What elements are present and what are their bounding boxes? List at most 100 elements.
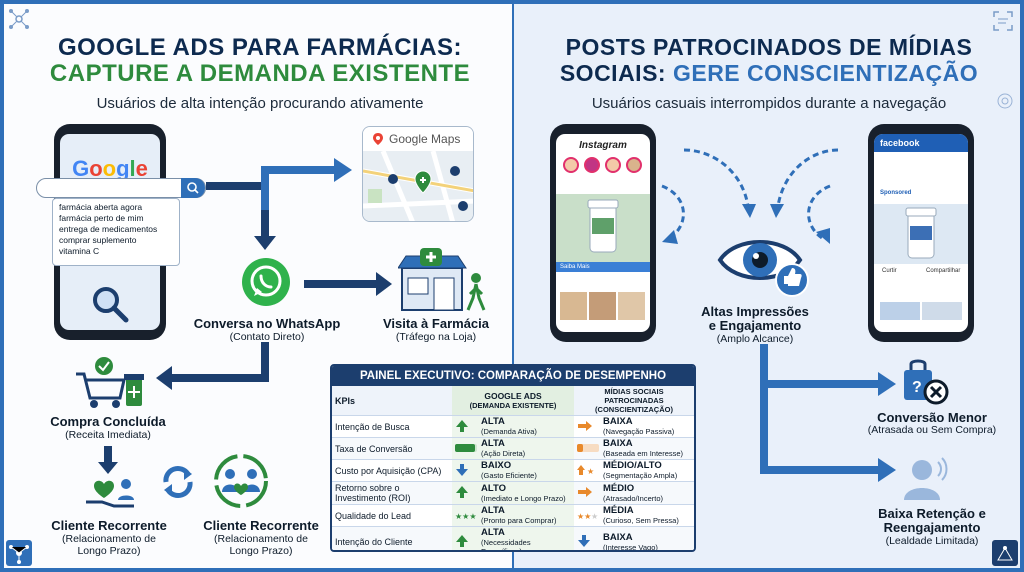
two-stars-icon: ★★★ <box>577 506 603 525</box>
search-input[interactable] <box>36 178 206 198</box>
visit-sub: (Tráfego na Loja) <box>395 331 477 343</box>
social-cell: BAIXA(Navegação Passiva) <box>574 415 694 438</box>
fading-user-icon <box>896 452 952 502</box>
kpi-row: Retorno sobre o Investimento (ROI)ALTO(I… <box>332 481 694 505</box>
cycle-arrows-icon <box>158 462 198 502</box>
kpi-name: Intenção de Busca <box>332 415 452 438</box>
recurring2-sub2: Longo Prazo) <box>229 545 293 557</box>
google-logo: Google <box>72 156 148 181</box>
google-cell: ★★★ALTA(Pronto para Comprar) <box>452 504 574 527</box>
arrow-down-icon <box>455 461 481 480</box>
impressions-sub: (Amplo Alcance) <box>716 333 794 345</box>
social-cell: ★MÉDIO/ALTO(Segmentação Ampla) <box>574 459 694 482</box>
purchase-label: Compra Concluída <box>50 414 166 429</box>
suggestion-item[interactable]: vitamina C <box>59 246 100 256</box>
whatsapp-sub: (Contato Direto) <box>229 331 305 343</box>
arrow-up-icon <box>455 484 481 503</box>
kpi-name: Taxa de Conversão <box>332 437 452 460</box>
social-cell: ★★★MÉDIA(Curioso, Sem Pressa) <box>574 504 694 527</box>
retention-label1: Baixa Retenção e <box>878 506 986 521</box>
dashboard-title: PAINEL EXECUTIVO: COMPARAÇÃO DE DESEMPEN… <box>332 366 694 386</box>
maps-pin-icon <box>371 132 385 146</box>
whatsapp-label: Conversa no WhatsApp <box>193 316 341 331</box>
whatsapp-icon <box>240 256 292 308</box>
instagram-cta-button[interactable]: Saiba Mais <box>556 262 650 272</box>
maps-label: Google Maps <box>389 132 461 146</box>
bar-low-icon <box>577 439 603 458</box>
fb-post-image <box>874 204 968 264</box>
visit-label: Visita à Farmácia <box>383 316 489 331</box>
instagram-phone: Instagram Saiba Mais <box>550 124 656 342</box>
suggestion-item[interactable]: farmácia perto de mim <box>59 213 144 223</box>
search-icon <box>187 182 199 194</box>
svg-text:?: ? <box>912 379 922 396</box>
left-title-line1: GOOGLE ADS PARA FARMÁCIAS: <box>57 34 463 61</box>
recurring2-sub1: (Relacionamento de <box>214 533 308 545</box>
kpi-name: Qualidade do Lead <box>332 504 452 527</box>
col-social: MÍDIAS SOCIAIS PATROCINADAS(CONSCIENTIZA… <box>574 386 694 416</box>
pharmacy-store-icon <box>397 248 488 314</box>
kpi-name: Custo por Aquisição (CPA) <box>332 459 452 482</box>
google-cell: BAIXO(Gasto Eficiente) <box>452 459 574 482</box>
col-google: GOOGLE ADS(DEMANDA EXISTENTE) <box>452 386 574 416</box>
retention-sub: (Lealdade Limitada) <box>885 535 979 547</box>
fb-like-button[interactable]: Curtir <box>882 268 897 274</box>
recurring1-label: Cliente Recorrente <box>51 518 167 533</box>
network-badge-icon <box>6 540 32 566</box>
instagram-logo: Instagram <box>579 140 627 151</box>
fb-share-button[interactable]: Compartilhar <box>926 268 961 274</box>
conversion-sub: (Atrasada ou Sem Compra) <box>867 424 997 436</box>
target-icon <box>996 92 1014 110</box>
bar-high-icon <box>455 439 481 458</box>
google-cell: ALTO(Imediato e Longo Prazo) <box>452 481 574 505</box>
recurring2-label: Cliente Recorrente <box>203 518 319 533</box>
search-button[interactable] <box>181 178 205 198</box>
arrow-right-icon <box>577 417 603 436</box>
google-maps-card: Google Maps <box>362 126 474 222</box>
map-illustration <box>363 151 473 221</box>
arrow-right-icon <box>577 484 603 503</box>
recurring1-sub2: Longo Prazo) <box>77 545 141 557</box>
facebook-phone: facebook Sponsored Curtir Compartilhar <box>868 124 974 342</box>
kpi-name: Intenção do Cliente <box>332 526 452 550</box>
cart-check-icon <box>74 356 146 410</box>
svg-text:★★: ★★ <box>577 512 591 520</box>
arrow-up-icon <box>455 417 481 436</box>
suggestion-item[interactable]: comprar suplemento <box>59 235 137 245</box>
network-icon <box>8 8 30 30</box>
suggestion-item[interactable]: farmácia aberta agora <box>59 202 143 212</box>
social-cell: BAIXA(Baseada em Interesse) <box>574 437 694 460</box>
social-cell: MÉDIO(Atrasado/Incerto) <box>574 481 694 505</box>
bag-x-icon: ? <box>900 356 950 406</box>
kpi-name: Retorno sobre o Investimento (ROI) <box>332 481 452 505</box>
heart-hand-icon <box>84 476 140 512</box>
svg-text:★: ★ <box>591 512 598 520</box>
social-cell: BAIXA(Interesse Vago) <box>574 526 694 550</box>
impressions-label1: Altas Impressões <box>701 304 809 319</box>
arrow-up-stars-icon: ★ <box>577 461 603 480</box>
fb-thumbnails <box>880 302 962 320</box>
suggestion-item[interactable]: entrega de medicamentos <box>59 224 158 234</box>
kpi-row: Qualidade do Lead★★★ALTA(Pronto para Com… <box>332 504 694 527</box>
fb-sponsored: Sponsored <box>880 190 912 196</box>
svg-text:★★★: ★★★ <box>455 512 477 520</box>
performance-dashboard: PAINEL EXECUTIVO: COMPARAÇÃO DE DESEMPEN… <box>330 364 696 552</box>
sponsored-post-image <box>556 194 650 262</box>
google-cell: ALTA(Ação Direta) <box>452 437 574 460</box>
recurring1-sub1: (Relacionamento de <box>62 533 156 545</box>
right-title-line2: SOCIAIS: GERE CONSCIENTIZAÇÃO <box>559 60 979 86</box>
col-kpi: KPIs <box>332 386 452 416</box>
stories-row <box>562 156 646 174</box>
facebook-logo: facebook <box>880 138 920 148</box>
impressions-label2: e Engajamento <box>708 318 802 333</box>
retention-label2: Reengajamento <box>883 520 981 535</box>
eye-thumbs-up-icon <box>716 226 812 298</box>
network-badge-right-icon <box>992 540 1018 566</box>
google-cell: ALTA(Necessidades Específicas) <box>452 526 574 550</box>
google-cell: ALTA(Demanda Ativa) <box>452 415 574 438</box>
left-title-line2: CAPTURE A DEMANDA EXISTENTE <box>49 60 471 87</box>
instagram-grid <box>560 292 646 320</box>
